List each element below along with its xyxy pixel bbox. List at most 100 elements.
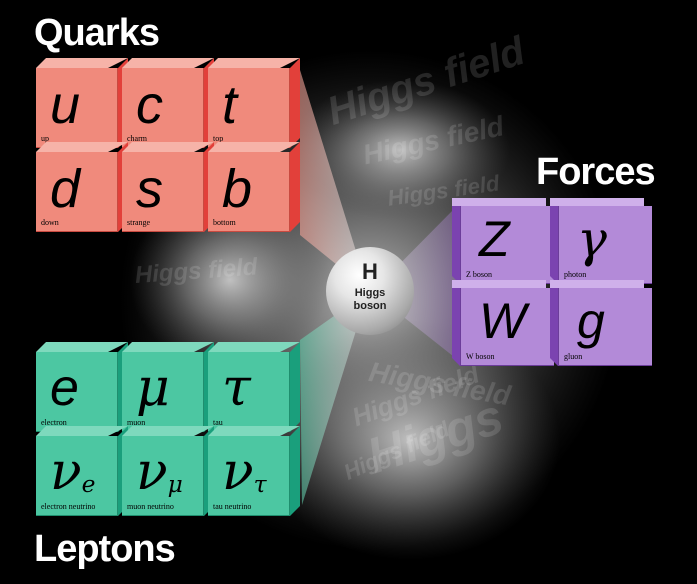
particle-name: strange (127, 218, 151, 227)
particle-name: muon neutrino (127, 502, 174, 511)
tile-top-face (208, 426, 300, 436)
particle-name: up (41, 134, 49, 143)
particle-symbol: Z (479, 211, 510, 267)
tile-top-face (208, 58, 300, 68)
particle-symbol: b (222, 159, 253, 219)
tile-top-face (122, 142, 214, 152)
tile-side-face (452, 198, 460, 284)
particle-name: electron neutrino (41, 502, 96, 511)
particle-symbol: γ (577, 210, 607, 268)
tile-top-face (208, 142, 300, 152)
particle-name: Z boson (466, 270, 492, 279)
forces-heading: Forces (536, 151, 656, 193)
higgs-symbol: H (362, 259, 378, 284)
particle-symbol: W (479, 293, 527, 349)
connection-beams (300, 70, 458, 505)
tile-top-face (36, 342, 128, 352)
leptons-heading: Leptons (34, 528, 176, 570)
particle-subscript: τ (253, 469, 267, 498)
particle-symbol: u (50, 75, 81, 135)
particle-symbol: s (136, 159, 163, 219)
tile-side-face (452, 280, 460, 366)
force-tile: Z Z boson (452, 198, 554, 284)
particle-symbol: ντ (222, 442, 267, 502)
tile-top-face (122, 426, 214, 436)
tile-top-face (36, 142, 128, 152)
particle-name: W boson (466, 352, 495, 361)
tile-top-face (36, 58, 128, 68)
particle-subscript: μ (167, 469, 183, 498)
force-tile: W W boson (452, 280, 554, 366)
particle-symbol: νμ (136, 442, 183, 502)
tile-side-face (290, 342, 300, 432)
particle-symbol: νe (50, 442, 96, 502)
tile-top-face (122, 58, 214, 68)
force-tile: γ photon (550, 198, 652, 284)
tile-side-face (290, 142, 300, 232)
higgs-label-line1: Higgs (354, 287, 386, 299)
tile-side-face (290, 426, 300, 516)
particle-name: gluon (564, 352, 583, 361)
particle-symbol: μ (136, 358, 170, 418)
particle-name: down (41, 218, 59, 227)
higgs-boson: H Higgs boson (326, 247, 414, 335)
particle-name: charm (127, 134, 147, 143)
tile-front-face: W W boson (460, 288, 554, 366)
tile-top-face (208, 342, 300, 352)
particle-name: photon (564, 270, 587, 279)
particle-symbol: τ (222, 358, 251, 418)
particle-symbol: t (222, 75, 238, 135)
tile-front-face: Z Z boson (460, 206, 554, 284)
tile-top-face (452, 280, 546, 288)
particle-symbol: d (50, 159, 81, 219)
tile-front-face: g gluon (558, 288, 652, 366)
tile-top-face (452, 198, 546, 206)
tile-side-face (550, 280, 558, 366)
particle-symbol: g (577, 293, 605, 349)
particle-name: tau (213, 418, 223, 427)
particle-name: electron (41, 418, 67, 427)
particle-symbol: c (136, 75, 163, 135)
higgs-label-line2: boson (353, 300, 387, 312)
tile-top-face (550, 280, 644, 288)
tile-top-face (550, 198, 644, 206)
tile-side-face (550, 198, 558, 284)
tile-top-face (122, 342, 214, 352)
tile-side-face (290, 58, 300, 148)
particle-name: tau neutrino (213, 502, 252, 511)
tile-top-face (36, 426, 128, 436)
particle-name: bottom (213, 218, 236, 227)
tile-front-face: γ photon (558, 206, 652, 284)
particle-name: muon (127, 418, 146, 427)
particle-name: top (213, 134, 224, 143)
particle-subscript: e (81, 469, 96, 498)
particle-symbol: e (50, 359, 79, 417)
quarks-heading: Quarks (34, 12, 160, 54)
higgs-label: Higgs boson (326, 287, 414, 313)
